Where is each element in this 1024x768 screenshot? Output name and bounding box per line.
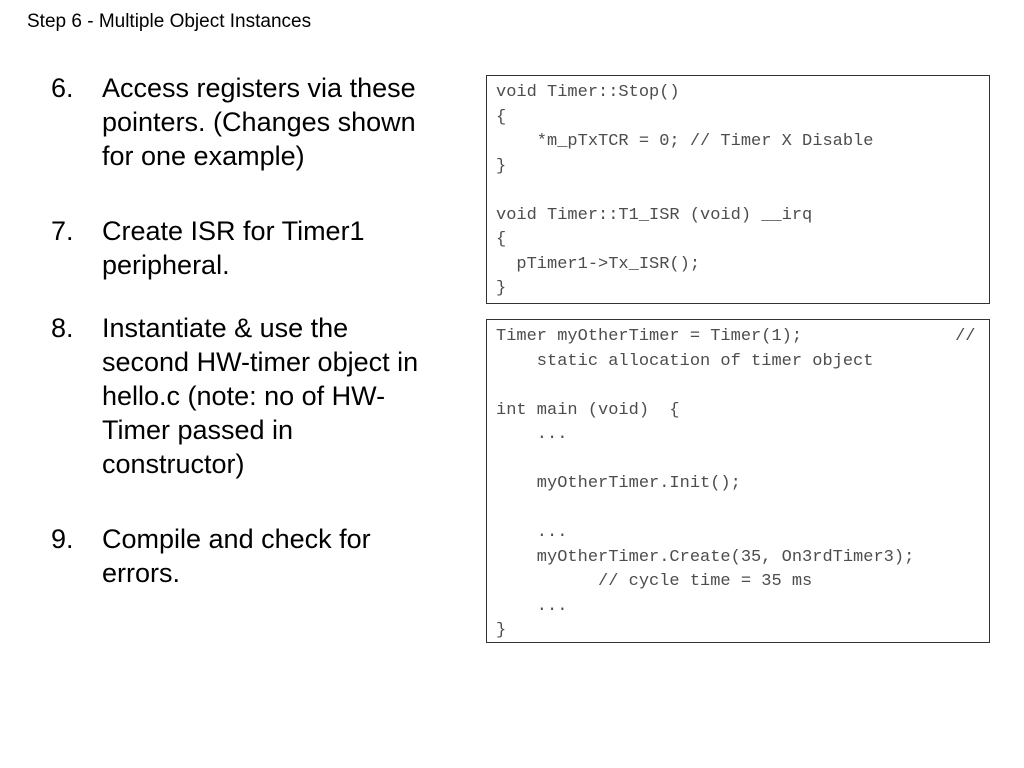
code-box-main-instantiation: Timer myOtherTimer = Timer(1); // static… xyxy=(486,319,990,643)
list-item-text: Instantiate & use the second HW-timer ob… xyxy=(102,313,419,479)
list-item-number: 9. xyxy=(51,524,74,554)
list-item-text: Access registers via these pointers. (Ch… xyxy=(102,73,416,171)
list-item-8: 8. Instantiate & use the second HW-timer… xyxy=(51,311,502,481)
list-item-text: Create ISR for Timer1 peripheral. xyxy=(102,216,365,280)
list-item-number: 7. xyxy=(51,216,74,246)
list-item-text: Compile and check for errors. xyxy=(102,524,371,588)
list-item-number: 6. xyxy=(51,73,74,103)
code-text: Timer myOtherTimer = Timer(1); // static… xyxy=(496,327,976,640)
code-text: void Timer::Stop() { *m_pTxTCR = 0; // T… xyxy=(496,83,874,298)
list-item-7: 7. Create ISR for Timer1 peripheral. xyxy=(51,214,502,282)
list-item-9: 9. Compile and check for errors. xyxy=(51,522,502,590)
slide-title: Step 6 - Multiple Object Instances xyxy=(27,11,312,32)
list-item-6: 6. Access registers via these pointers. … xyxy=(51,71,502,173)
code-box-timer-stop-isr: void Timer::Stop() { *m_pTxTCR = 0; // T… xyxy=(486,75,990,304)
list-item-number: 8. xyxy=(51,313,74,343)
